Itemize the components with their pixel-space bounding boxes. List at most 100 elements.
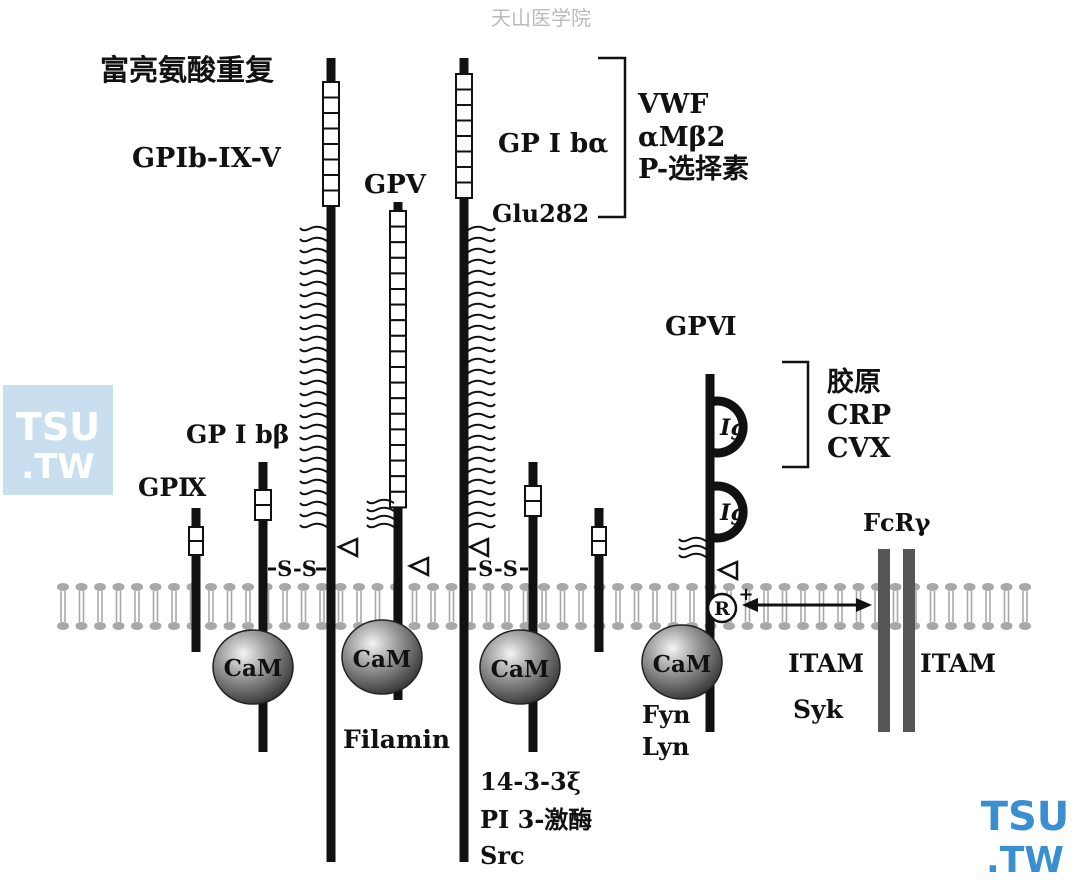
ligand-collagen: 胶原 — [827, 366, 881, 398]
lrr-box-right — [455, 119, 473, 137]
glyco-mark-left — [299, 412, 328, 419]
glyco-mark-right — [467, 335, 496, 342]
glyco-mark-left — [299, 291, 328, 298]
lipid-head-bottom — [223, 622, 236, 630]
gpv-label: GPV — [364, 170, 427, 200]
glyco-mark-left — [299, 335, 328, 342]
ligand-brackets — [598, 56, 810, 469]
fcr-gamma-chains — [878, 549, 915, 732]
partner-pi3k: PI 3-激酶 — [480, 805, 592, 834]
fcr-gamma-label: FcRγ — [863, 508, 931, 537]
lipid-head-bottom — [408, 622, 421, 630]
glyco-mark-right — [467, 478, 496, 485]
gpib-alpha-label: GP Ⅰ bα — [498, 129, 608, 159]
fyn-label: Fyn — [642, 700, 690, 729]
lipid-head-bottom — [797, 622, 809, 630]
glyco-mark-right — [467, 236, 496, 243]
tsu-logo-right-line2: .TW — [986, 840, 1064, 880]
lrr-box-left — [322, 112, 340, 130]
fcr-bar-left — [878, 549, 890, 732]
glyco-mark-right — [467, 489, 496, 496]
tsu-logo-left-box — [3, 385, 113, 495]
protein-stems — [191, 58, 715, 862]
lipid-head-bottom — [168, 622, 180, 630]
lipid-head-top — [427, 583, 439, 591]
cam-sphere-3: CaM — [479, 629, 561, 705]
glyco-mark-gpv — [366, 522, 395, 529]
arrowhead-left — [742, 598, 758, 612]
lipid-head-top — [723, 583, 735, 591]
itam-left-label: ITAM — [788, 649, 864, 678]
lipid-head-bottom — [741, 622, 754, 630]
glyco-mark-left — [299, 500, 328, 507]
r-label: R — [714, 598, 730, 620]
lipid-head-top — [963, 583, 976, 591]
tsu-logo-left-line2: .TW — [21, 447, 95, 487]
glyco-mark-left — [299, 390, 328, 397]
lipid-head-top — [242, 583, 254, 591]
glyco-mark-right — [467, 313, 496, 320]
lipid-head-top — [205, 583, 217, 591]
lrr-box-left — [322, 143, 340, 161]
gpv-box — [389, 412, 407, 431]
lipid-head-top — [445, 583, 458, 591]
lipid-head-bottom — [945, 622, 957, 630]
glyco-mark-right — [467, 269, 496, 276]
gpib-ix-v-label: GPIb-IX-V — [132, 143, 282, 174]
lipid-head-bottom — [575, 622, 587, 630]
glyco-mark-left — [299, 247, 328, 254]
lipid-head-top — [797, 583, 809, 591]
gpv-box — [389, 225, 407, 244]
lipid-head-top — [815, 583, 828, 591]
glyco-mark-left — [299, 324, 328, 331]
glyco-mark-left — [299, 434, 328, 441]
glyco-mark-right — [467, 258, 496, 265]
lrr-box-left — [322, 127, 340, 145]
plus-sign: + — [738, 584, 753, 605]
triangle-gpib-left — [336, 537, 359, 559]
lipid-head-top — [316, 583, 328, 591]
gpv-box — [389, 475, 407, 493]
calmodulin-spheres: CaM CaM CaM CaM — [212, 619, 723, 705]
text-labels: 富亮氨酸重复 GPIb-IX-V GPV GP Ⅰ bα VWF αMβ2 P-… — [100, 53, 996, 870]
lrr-box-left — [322, 96, 340, 114]
lipid-head-top — [1019, 583, 1031, 591]
cam-sphere-4: CaM — [641, 624, 723, 700]
lipid-head-bottom — [963, 622, 976, 630]
svg-text:CaM: CaM — [224, 655, 283, 682]
ligand-amb2: αMβ2 — [638, 122, 725, 153]
glyco-mark-left — [299, 269, 328, 276]
gpv-box — [389, 319, 407, 337]
glyco-mark-right — [467, 280, 496, 287]
filamin-label: Filamin — [343, 725, 450, 754]
lipid-head-bottom — [1019, 622, 1031, 630]
partner-14-3-3: 14-3-3ξ — [480, 767, 581, 796]
lipid-head-top — [353, 583, 365, 591]
arrowhead-right — [856, 598, 872, 612]
glu282-label: Glu282 — [492, 199, 589, 228]
glyco-mark-right — [467, 225, 496, 232]
lipid-head-bottom — [149, 622, 162, 630]
fcr-bar-right — [903, 549, 915, 732]
lipid-head-top — [112, 583, 125, 591]
glyco-mark-right — [467, 357, 496, 364]
ligand-p-selectin: P-选择素 — [638, 154, 749, 185]
lipid-head-bottom — [982, 622, 994, 630]
lipid-head-bottom — [889, 622, 902, 630]
gpv-box — [389, 210, 407, 228]
lipid-head-top — [945, 583, 957, 591]
lipid-head-top — [834, 583, 846, 591]
gpvi-ig-domains: Ig Ig — [708, 396, 748, 543]
glyco-mark-left — [299, 280, 328, 287]
lrr-box-right — [455, 73, 473, 91]
lipid-head-bottom — [297, 622, 310, 630]
gpib-beta-box-left — [254, 504, 272, 521]
svg-text:CaM: CaM — [653, 651, 712, 678]
lipid-head-top — [297, 583, 310, 591]
lipid-head-bottom — [205, 622, 217, 630]
lipid-head-bottom — [482, 622, 495, 630]
lipid-head-top — [538, 583, 550, 591]
glyco-mark-gpvi — [678, 544, 707, 551]
bracket-gpib — [598, 56, 627, 219]
glyco-mark-right — [467, 324, 496, 331]
